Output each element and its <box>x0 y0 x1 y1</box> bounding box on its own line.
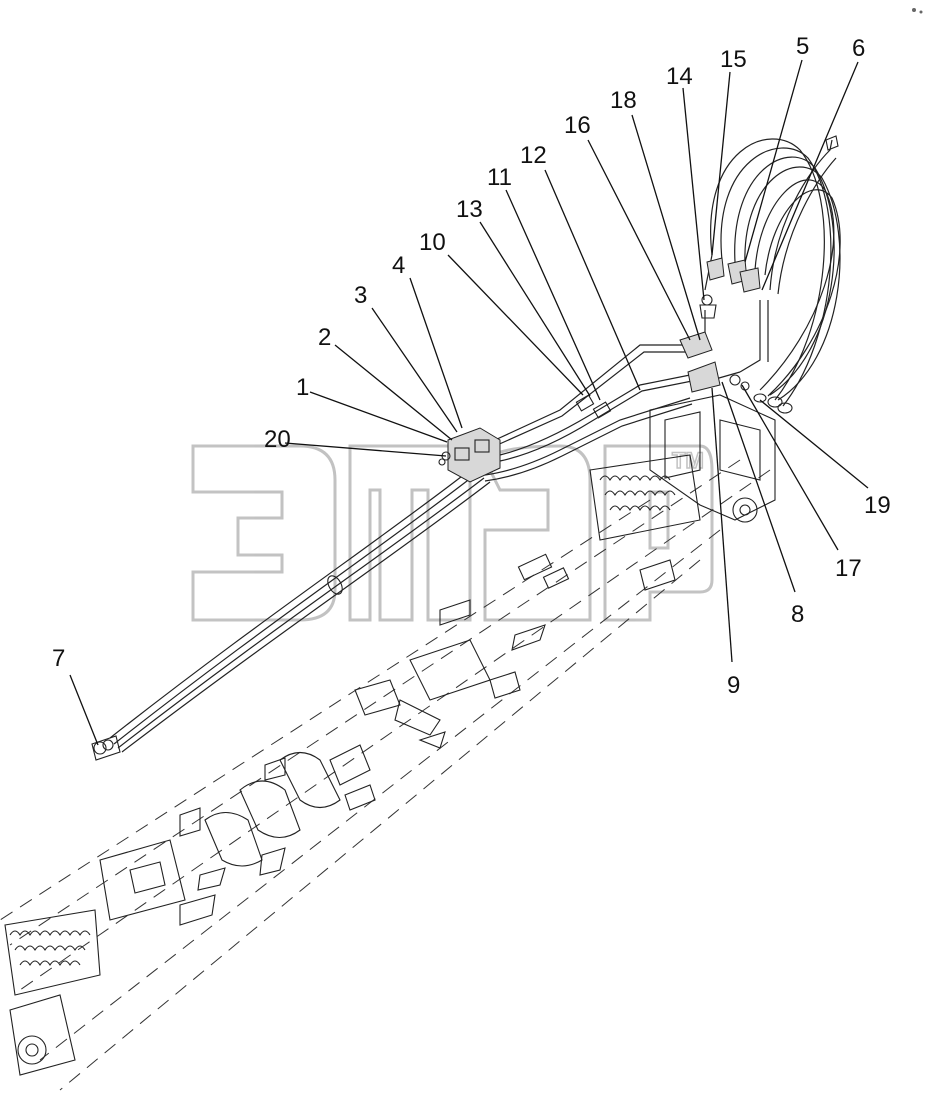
hydraulic-lines <box>109 138 841 753</box>
valve-block <box>447 427 501 483</box>
watermark-tm: ТМ <box>672 448 704 473</box>
callout-20: 20 <box>264 426 291 453</box>
watermark-glyph-m <box>348 444 472 622</box>
callout-11: 11 <box>487 164 512 191</box>
callout-10: 10 <box>419 229 446 256</box>
callout-labels: 1 2 3 4 5 6 7 8 9 10 11 12 13 14 15 16 1… <box>52 33 891 699</box>
spring-cluster-right <box>589 454 701 541</box>
callout-12: 12 <box>520 142 547 169</box>
callout-3: 3 <box>354 282 367 309</box>
frame-outline <box>0 459 771 1091</box>
callout-5: 5 <box>796 33 809 60</box>
callout-1: 1 <box>296 374 309 401</box>
components <box>91 135 839 761</box>
frame-components <box>4 394 776 1076</box>
corner-mark <box>912 8 923 14</box>
callout-6: 6 <box>852 35 865 62</box>
callout-16: 16 <box>564 112 591 139</box>
leader-lines <box>69 59 869 746</box>
watermark-glyph-a <box>483 444 592 622</box>
callout-13: 13 <box>456 196 483 223</box>
spring-cluster-left <box>4 839 186 996</box>
callout-9: 9 <box>727 672 740 699</box>
callout-17: 17 <box>835 555 862 582</box>
callout-18: 18 <box>610 87 637 114</box>
watermark-glyph-e <box>191 444 337 622</box>
callout-15: 15 <box>720 46 747 73</box>
callout-4: 4 <box>392 252 405 279</box>
callout-8: 8 <box>791 601 804 628</box>
callout-7: 7 <box>52 645 65 672</box>
callout-2: 2 <box>318 324 331 351</box>
callout-14: 14 <box>666 63 693 90</box>
watermark-logo: ТМ <box>191 444 714 622</box>
callout-19: 19 <box>864 492 891 519</box>
